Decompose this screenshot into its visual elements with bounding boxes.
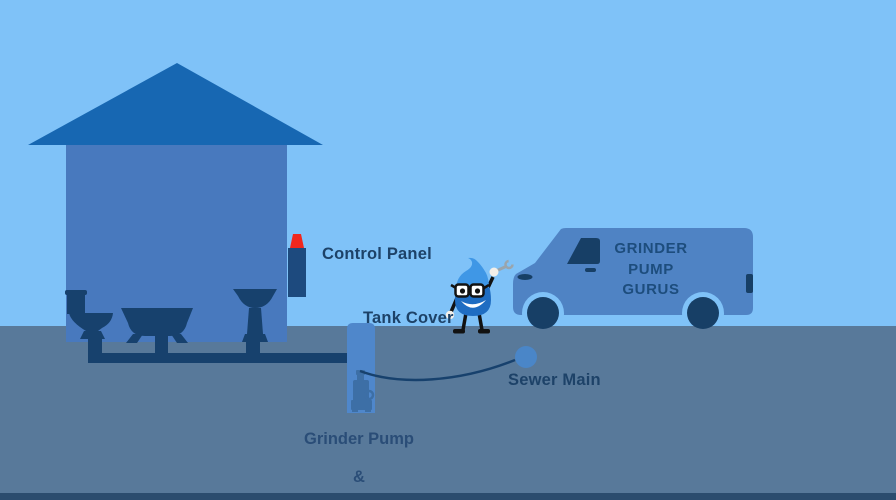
mascot-right-glove (489, 267, 499, 277)
mascot-left-shoe (453, 329, 465, 334)
mascot-left-leg (461, 312, 468, 331)
wrench-head-icon (504, 259, 514, 270)
control-panel-icon (288, 234, 306, 297)
van-rear-handle-icon (746, 274, 753, 293)
bathtub-icon (121, 308, 193, 343)
panel-box (288, 248, 306, 297)
grinder-pump-tank-label-line2: & (353, 468, 365, 486)
service-van (513, 228, 753, 329)
van-logo-line2: PUMP (628, 260, 674, 278)
van-logo-line1: GRINDER (614, 240, 688, 257)
van-window (567, 238, 600, 264)
alarm-light-icon (290, 234, 304, 248)
mascot-smile (461, 300, 486, 308)
sink-drain-pipe (246, 340, 260, 356)
discharge-pipe (359, 358, 516, 382)
van-body (513, 228, 753, 315)
ground (0, 326, 896, 500)
van-rear-wheel-icon (687, 297, 719, 329)
tub-drain-pipe (155, 333, 168, 356)
sink-icon (233, 289, 277, 342)
grinder-pump-tank-label-line1: Grinder Pump (303, 430, 414, 448)
van-headlight-icon (517, 274, 533, 280)
lateral-pipe (88, 353, 347, 363)
van-door-handle-icon (585, 268, 596, 272)
subsoil-strip (0, 493, 896, 500)
grinder-pump-icon (351, 370, 375, 412)
mascot-glasses-icon (450, 283, 490, 298)
mascot-right-shoe (478, 329, 490, 334)
tank-cover-label: Tank Cover (363, 309, 454, 327)
mascot-hair-swirl (456, 257, 489, 290)
mascot-right-leg (477, 312, 484, 331)
toilet-drain-pipe (88, 336, 102, 356)
drain-pipes (88, 333, 347, 363)
sewer-main-icon (515, 346, 537, 368)
toilet-icon (65, 290, 113, 339)
control-panel-label: Control Panel (322, 245, 432, 263)
grinder-pump-tank-label: Grinder Pump & Tank (299, 411, 419, 500)
van-front-wheel-icon (527, 297, 559, 329)
mascot-character (445, 257, 514, 334)
van-logo-line3: GURUS (622, 281, 680, 298)
van-logo-text: GRINDER PUMP GURUS (604, 239, 698, 301)
house-roof (28, 63, 323, 145)
mascot-left-glove (445, 310, 455, 320)
sewer-main-label: Sewer Main (508, 371, 601, 389)
